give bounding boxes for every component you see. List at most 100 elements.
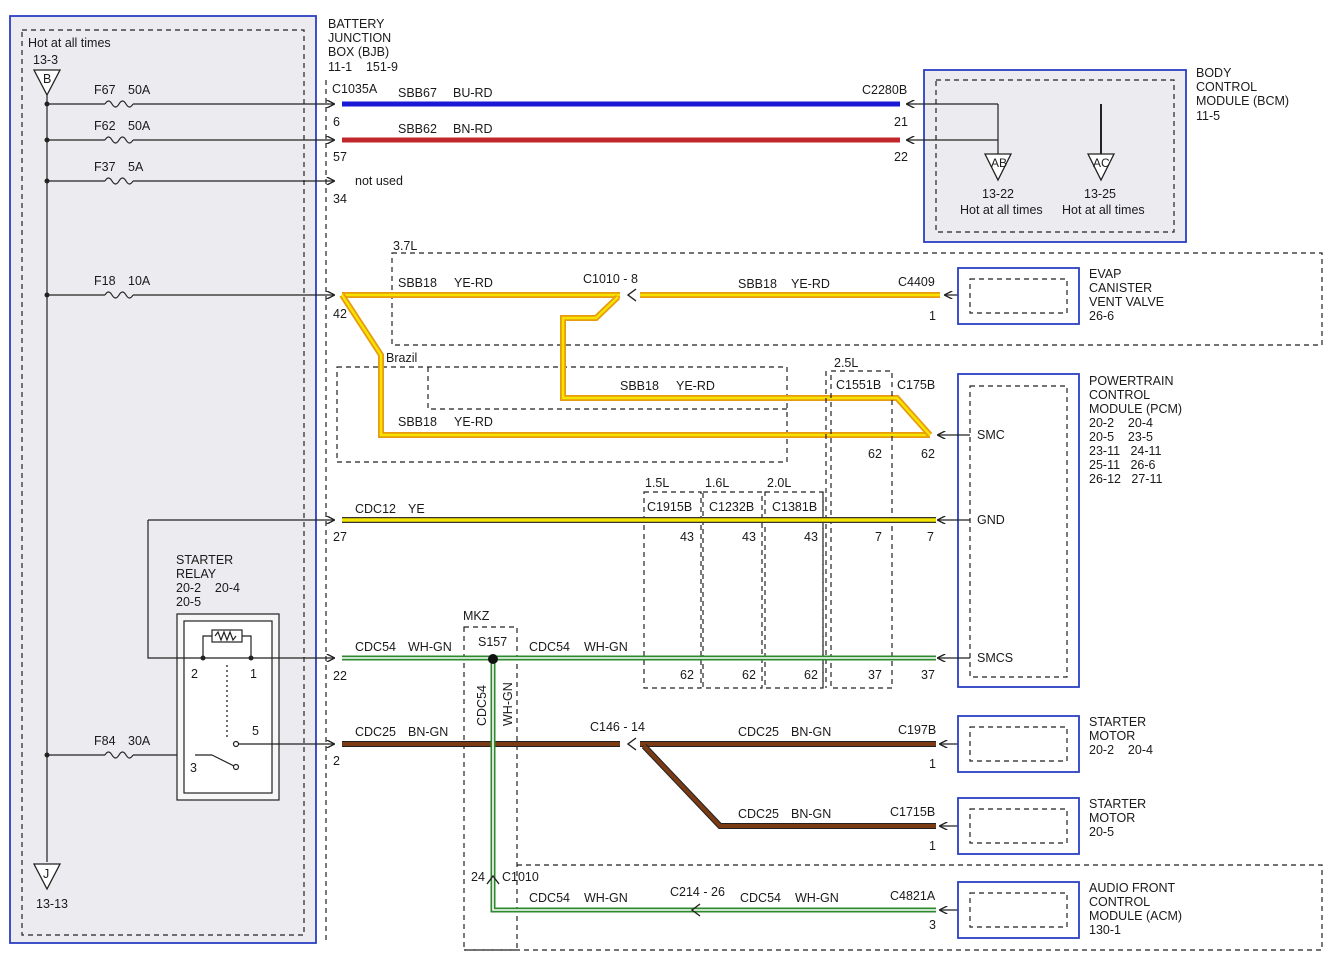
pin-43-c: 43: [804, 530, 818, 544]
pcm-title-5: 20-5 23-5: [1089, 430, 1153, 444]
bcm-title-2: CONTROL: [1196, 80, 1257, 94]
svg-text:5A: 5A: [128, 160, 144, 174]
pin-37-a: 37: [868, 668, 882, 682]
relay-pin-3: 3: [190, 761, 197, 775]
fuse-f37: F37 5A: [44, 160, 335, 184]
relay-pin-2: 2: [191, 667, 198, 681]
pin-43-a: 43: [680, 530, 694, 544]
bjb-pin-6: 6: [333, 115, 340, 129]
connector-c1010-pin: 24: [471, 870, 485, 884]
pcm-smcs: SMCS: [977, 651, 1013, 665]
pcm-title-2: CONTROL: [1089, 388, 1150, 402]
wire-cdc25: [342, 741, 936, 829]
fuse-f62: F62 50A: [44, 119, 335, 143]
wire-sbb18-color-4: YE-RD: [454, 415, 493, 429]
acm-title-4: 130-1: [1089, 923, 1121, 937]
bcm-pin-21: 21: [894, 115, 908, 129]
bcm-ab-connector: AB: [991, 156, 1007, 170]
connector-c1232b: C1232B: [709, 500, 754, 514]
wire-sbb62-color: BN-RD: [453, 122, 493, 136]
connector-c4821a: C4821A: [890, 889, 936, 903]
wire-sbb62-circuit: SBB62: [398, 122, 437, 136]
pcm-box: [957, 373, 1080, 688]
acm-title-3: MODULE (ACM): [1089, 909, 1182, 923]
wire-sbb18: [339, 292, 940, 438]
connector-c1010-8: C1010 - 8: [583, 272, 638, 286]
bjb-top-connector-icon: [32, 69, 62, 97]
wire-sbb18-color-1: YE-RD: [454, 276, 493, 290]
starter2-title-1: STARTER: [1089, 797, 1146, 811]
label-3-7l: 3.7L: [393, 239, 417, 253]
pin-62-b: 62: [921, 447, 935, 461]
evap-box: [957, 267, 1080, 325]
wire-cdc54-circuit-4: CDC54: [740, 891, 781, 905]
wire-cdc54-circuit-2: CDC54: [529, 640, 570, 654]
connector-c1715b-pin: 1: [929, 839, 936, 853]
bcm-box: [923, 69, 1187, 243]
wire-sbb67-color: BU-RD: [453, 86, 493, 100]
evap-title-3: VENT VALVE: [1089, 295, 1164, 309]
wire-sbb18-color-2: YE-RD: [791, 277, 830, 291]
relay-title-3: 20-2 20-4: [176, 581, 240, 595]
pin-62-a: 62: [868, 447, 882, 461]
bcm-ab-label: Hot at all times: [960, 203, 1043, 217]
pcm-title-8: 26-12 27-11: [1089, 472, 1162, 486]
wire-cdc54-color-4: WH-GN: [795, 891, 839, 905]
pcm-smc: SMC: [977, 428, 1005, 442]
wire-cdc54-color-v: WH-GN: [501, 682, 515, 726]
svg-text:F18: F18: [94, 274, 116, 288]
starter1-title-2: MOTOR: [1089, 729, 1135, 743]
pcm-title-6: 23-11 24-11: [1089, 444, 1162, 458]
wire-cdc25-circuit-2: CDC25: [738, 725, 779, 739]
pcm-title-3: MODULE (PCM): [1089, 402, 1182, 416]
connector-c214-26: C214 - 26: [670, 885, 725, 899]
splice-s157: [488, 654, 498, 664]
wire-cdc54-circuit-v: CDC54: [475, 685, 489, 726]
bjb-bottom-connector-icon: [32, 863, 62, 891]
wire-cdc25-circuit-3: CDC25: [738, 807, 779, 821]
wire-cdc54-circuit-3: CDC54: [529, 891, 570, 905]
starter1-title-3: 20-2 20-4: [1089, 743, 1153, 757]
option-box-1-5l: [643, 491, 702, 689]
wire-sbb67-circuit: SBB67: [398, 86, 437, 100]
connector-c4409: C4409: [898, 275, 935, 289]
relay-pin-1: 1: [250, 667, 257, 681]
wire-cdc25-color-3: BN-GN: [791, 807, 831, 821]
pcm-title-7: 25-11 26-6: [1089, 458, 1156, 472]
bjb-pin-57: 57: [333, 150, 347, 164]
acm-title-2: CONTROL: [1089, 895, 1150, 909]
svg-text:30A: 30A: [128, 734, 151, 748]
label-1-6l: 1.6L: [705, 476, 729, 490]
bcm-pin-22: 22: [894, 150, 908, 164]
bjb-not-used: not used: [355, 174, 403, 188]
bjb-title-1: BATTERY: [328, 17, 385, 31]
connector-c1915b: C1915B: [647, 500, 692, 514]
relay-title-2: RELAY: [176, 567, 217, 581]
bjb-title-4: 11-1 151-9: [328, 60, 398, 74]
bjb-pin-2: 2: [333, 754, 340, 768]
pcm-title-4: 20-2 20-4: [1089, 416, 1153, 430]
pin-7-b: 7: [927, 530, 934, 544]
bjb-title-3: BOX (BJB): [328, 45, 389, 59]
bcm-ab-ref: 13-22: [982, 187, 1014, 201]
wire-cdc12-color: YE: [408, 502, 425, 516]
svg-text:F84: F84: [94, 734, 116, 748]
bjb-box: [9, 15, 317, 944]
bjb-hot-label: Hot at all times: [28, 36, 111, 50]
connector-c1715b: C1715B: [890, 805, 935, 819]
wire-sbb18-circuit-3: SBB18: [620, 379, 659, 393]
pin-62-c: 62: [680, 668, 694, 682]
wire-cdc54-circuit-1: CDC54: [355, 640, 396, 654]
option-box-2-0l: [764, 491, 824, 689]
connector-c1010: C1010: [502, 870, 539, 884]
bjb-connector: C1035A: [332, 82, 378, 96]
connector-c175b: C175B: [897, 378, 935, 392]
splice-s157-label: S157: [478, 635, 507, 649]
label-brazil: Brazil: [386, 351, 417, 365]
pin-62-e: 62: [804, 668, 818, 682]
svg-text:F67: F67: [94, 83, 116, 97]
connector-c197b: C197B: [898, 723, 936, 737]
acm-title-1: AUDIO FRONT: [1089, 881, 1175, 895]
acm-box: [957, 881, 1080, 939]
